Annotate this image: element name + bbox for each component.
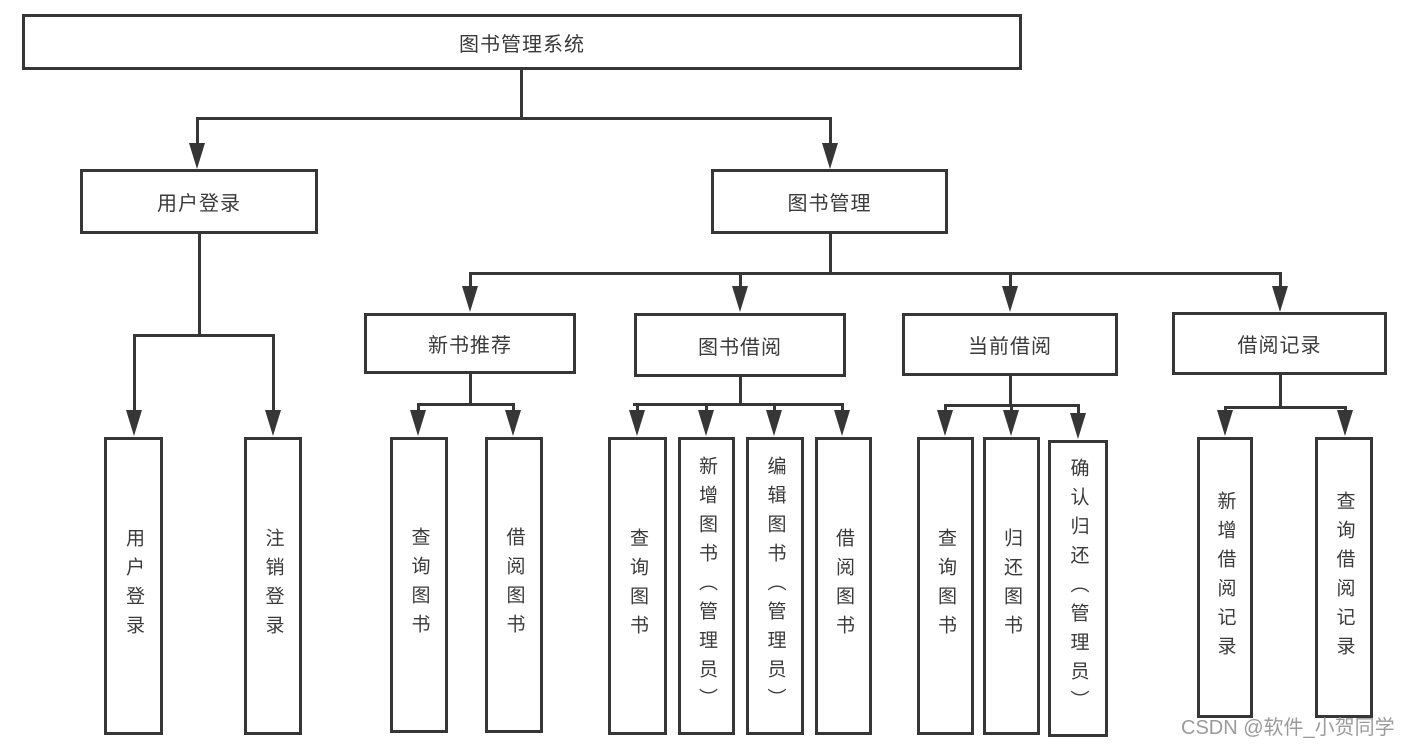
leaf-query-borrow-record: 查询借阅记录	[1315, 437, 1373, 718]
arrowhead-icon	[629, 410, 645, 436]
leaf-borrow-books: 借阅图书	[815, 437, 872, 735]
connector-line	[829, 117, 832, 147]
node-label: 图书借阅	[698, 336, 782, 359]
leaf-query-books: 查询图书	[608, 437, 667, 735]
connector-line	[417, 403, 420, 413]
connector-line	[773, 403, 776, 413]
connector-line	[636, 403, 639, 413]
leaf-label: 新增借阅记录	[1214, 490, 1236, 665]
leaf-label: 用户登录	[123, 528, 144, 644]
connector-line	[198, 233, 201, 336]
connector-line	[1009, 272, 1012, 290]
node-new-book-recommend: 新书推荐	[364, 313, 576, 374]
arrowhead-icon	[937, 410, 953, 436]
leaf-label: 查询借阅记录	[1333, 490, 1355, 665]
node-book-management: 图书管理	[711, 169, 948, 234]
node-label: 图书管理	[787, 193, 872, 215]
node-label: 新书推荐	[428, 335, 512, 357]
arrowhead-icon	[822, 143, 838, 169]
arrowhead-icon	[732, 286, 748, 312]
node-current-borrow: 当前借阅	[902, 313, 1118, 376]
arrowhead-icon	[1272, 286, 1288, 312]
leaf-query-books: 查询图书	[390, 437, 448, 733]
node-book-borrow: 图书借阅	[634, 313, 846, 377]
arrowhead-icon	[462, 286, 478, 312]
leaf-user-login: 用户登录	[104, 437, 163, 735]
leaf-edit-book-admin: 编辑图书（管理员）	[746, 437, 804, 735]
connector-line	[520, 70, 523, 118]
connector-line	[739, 377, 742, 405]
connector-line	[739, 272, 742, 290]
leaf-label: 借阅图书	[833, 528, 854, 644]
connector-line	[469, 373, 472, 405]
connector-line	[469, 272, 472, 290]
leaf-add-borrow-record: 新增借阅记录	[1197, 437, 1253, 718]
leaf-label: 新增图书（管理员）	[696, 455, 717, 717]
leaf-label: 查询图书	[935, 528, 956, 644]
connector-line	[417, 403, 515, 406]
node-user-login: 用户登录	[80, 169, 318, 234]
connector-line	[1279, 272, 1282, 290]
node-library-system: 图书管理系统	[22, 14, 1022, 70]
leaf-label: 查询图书	[627, 528, 648, 644]
leaf-add-book-admin: 新增图书（管理员）	[678, 437, 735, 735]
connector-line	[196, 117, 199, 147]
arrowhead-icon	[265, 410, 281, 436]
leaf-label: 确认归还（管理员）	[1067, 458, 1089, 719]
connector-line	[1279, 375, 1282, 408]
connector-line	[1010, 404, 1013, 414]
leaf-logout: 注销登录	[244, 437, 302, 735]
connector-line	[469, 272, 1282, 275]
leaf-confirm-return-admin: 确认归还（管理员）	[1048, 440, 1108, 737]
leaf-return-books: 归还图书	[983, 437, 1040, 735]
arrowhead-icon	[505, 410, 521, 436]
arrowhead-icon	[1002, 286, 1018, 312]
arrowhead-icon	[1003, 410, 1019, 436]
connector-line	[133, 334, 275, 337]
connector-line	[829, 233, 832, 275]
connector-line	[633, 403, 844, 406]
connector-line	[1224, 406, 1347, 409]
leaf-query-books: 查询图书	[917, 437, 974, 735]
connector-line	[196, 117, 832, 120]
arrowhead-icon	[1070, 413, 1086, 439]
node-label: 当前借阅	[968, 336, 1052, 358]
connector-line	[512, 403, 515, 413]
node-label: 借阅记录	[1237, 335, 1322, 357]
connector-line	[705, 403, 708, 413]
leaf-label: 编辑图书（管理员）	[764, 455, 786, 717]
arrowhead-icon	[766, 410, 782, 436]
leaf-label: 查询图书	[408, 527, 430, 643]
connector-line	[1009, 376, 1012, 407]
connector-line	[944, 404, 947, 414]
connector-line	[272, 334, 275, 414]
arrowhead-icon	[126, 410, 142, 436]
arrowhead-icon	[189, 143, 205, 169]
arrowhead-icon	[834, 410, 850, 436]
connector-line	[841, 403, 844, 413]
leaf-borrow-books: 借阅图书	[485, 437, 543, 733]
arrowhead-icon	[698, 410, 714, 436]
leaf-label: 归还图书	[1001, 528, 1022, 644]
leaf-label: 注销登录	[262, 528, 284, 644]
node-label: 用户登录	[157, 193, 241, 215]
arrowhead-icon	[1337, 410, 1353, 436]
node-borrow-records: 借阅记录	[1172, 312, 1387, 375]
connector-line	[1077, 404, 1080, 416]
arrowhead-icon	[1217, 410, 1233, 436]
connector-line	[133, 334, 136, 414]
node-label: 图书管理系统	[459, 33, 585, 56]
leaf-label: 借阅图书	[503, 527, 525, 643]
csdn-watermark: CSDN @软件_小贺同学	[1181, 717, 1395, 739]
arrowhead-icon	[410, 410, 426, 436]
